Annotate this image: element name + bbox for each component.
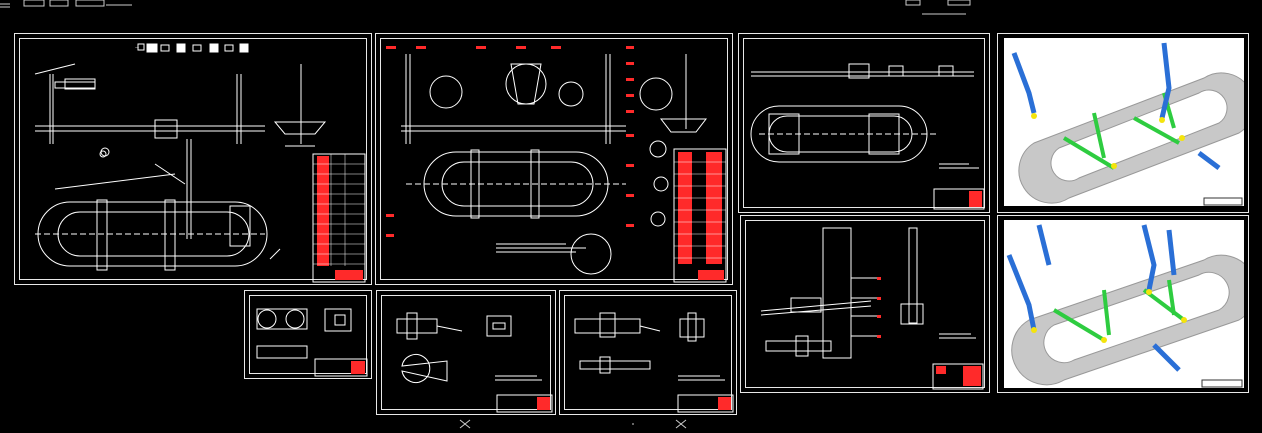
drawing-frame-icon xyxy=(564,295,732,410)
detailed-assembly-drawing xyxy=(386,46,727,283)
drawing-frame-icon xyxy=(380,38,728,280)
sheet-assembly-detailed[interactable] xyxy=(375,33,733,285)
3d-render-icon xyxy=(1004,38,1244,206)
sheet-detail-small-2[interactable] xyxy=(376,290,556,415)
sheet-side-view[interactable] xyxy=(740,215,990,393)
drawing-frame-icon xyxy=(745,220,985,388)
drawing-frame-icon xyxy=(743,38,985,208)
3d-render-icon xyxy=(1004,220,1244,388)
sheet-assembly-general[interactable]: — xyxy=(14,33,372,285)
sheet-detail-small-1[interactable] xyxy=(244,290,372,379)
assembly-drawing: — xyxy=(34,43,366,283)
drawing-frame-icon xyxy=(19,38,367,280)
detail-drawing-1 xyxy=(256,308,368,377)
detail-drawing-3 xyxy=(574,312,734,413)
sheet-detail-small-3[interactable] xyxy=(559,290,737,415)
detail-drawing-2 xyxy=(396,312,553,413)
sheet-render-top[interactable] xyxy=(997,33,1249,213)
plan-view-drawing xyxy=(750,63,985,210)
drawing-frame-icon xyxy=(381,295,551,410)
svg-text:—: — xyxy=(135,45,139,50)
sheet-plan-view[interactable] xyxy=(738,33,990,213)
drawing-frame-icon xyxy=(249,295,367,374)
side-view-drawing xyxy=(760,227,984,390)
sheet-render-bottom[interactable] xyxy=(997,215,1249,393)
